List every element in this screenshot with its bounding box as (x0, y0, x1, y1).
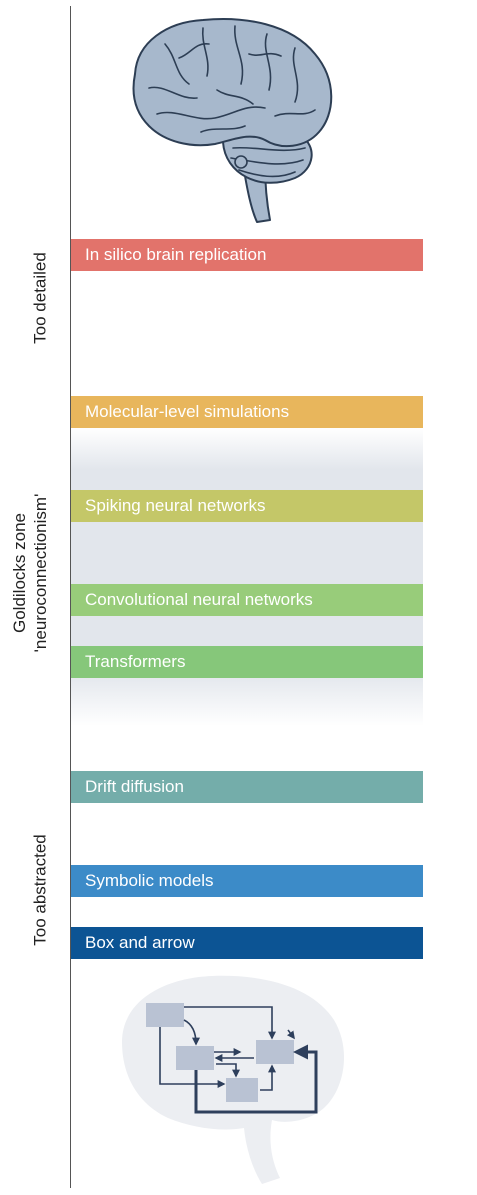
too-detailed-label: Too detailed (30, 252, 50, 344)
level-bar-convolutional: Convolutional neural networks (71, 584, 423, 616)
level-bar-transformers: Transformers (71, 646, 423, 678)
goldilocks-zone-label: Goldilocks zone 'neuroconnectionism' (9, 494, 51, 653)
vertical-axis-line (70, 6, 71, 1188)
goldilocks-label-line2: 'neuroconnectionism' (31, 493, 50, 653)
level-label-box-and-arrow: Box and arrow (85, 933, 195, 952)
level-bar-in-silico: In silico brain replication (71, 239, 423, 271)
goldilocks-zone-band (71, 428, 423, 726)
level-label-in-silico: In silico brain replication (85, 245, 267, 264)
box-and-arrow-brain-icon (122, 975, 345, 1184)
level-label-transformers: Transformers (85, 652, 186, 671)
level-bar-spiking: Spiking neural networks (71, 490, 423, 522)
level-bar-box-and-arrow: Box and arrow (71, 927, 423, 959)
level-bar-symbolic: Symbolic models (71, 865, 423, 897)
level-label-spiking: Spiking neural networks (85, 496, 266, 515)
level-label-convolutional: Convolutional neural networks (85, 590, 313, 609)
level-bar-molecular: Molecular-level simulations (71, 396, 423, 428)
detailed-brain-icon (132, 18, 333, 223)
too-abstracted-label: Too abstracted (30, 834, 50, 946)
level-label-drift-diffusion: Drift diffusion (85, 777, 184, 796)
level-bar-drift-diffusion: Drift diffusion (71, 771, 423, 803)
goldilocks-label-line1: Goldilocks zone (10, 512, 29, 634)
level-label-symbolic: Symbolic models (85, 871, 214, 890)
level-label-molecular: Molecular-level simulations (85, 402, 290, 421)
